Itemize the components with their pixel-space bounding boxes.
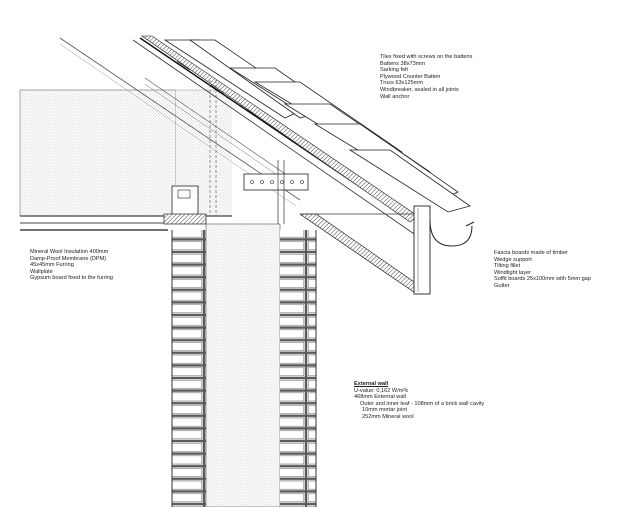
wall-note-mortar: 10mm mortar joint (362, 407, 408, 414)
wall-note-leaf: Outer and inner leaf - 108mm of a brick … (360, 400, 485, 407)
eaves-note: Soffit boards 25x100mm with 5mm gap (494, 276, 591, 283)
wall-note-wool: 252mm Mineral wool (362, 413, 414, 420)
eaves-note: Fascia boards made of timber (494, 250, 568, 256)
roof-note: Windbreaker, sealed in all joints (380, 86, 459, 93)
eaves-note: Tilting fillet (494, 263, 521, 270)
eaves-notes: Fascia boards made of timber Wedge suppo… (494, 250, 591, 290)
roof-note: Sarking felt (380, 67, 408, 74)
ceiling-note: Wallplate (30, 268, 53, 275)
roof-note: Tiles fixed with screws on the battens (380, 54, 473, 60)
ceiling-note: Gypsum board fixed to the furring (30, 275, 114, 282)
ceiling-insulation (19, 89, 232, 231)
roof-build-up-notes: Tiles fixed with screws on the battens B… (380, 54, 472, 100)
wall-note-title: External wall (354, 381, 389, 387)
wall-note-uvalue: U-value: 0,162 W/m²k (354, 387, 409, 394)
wall-note-thickness: 468mm External wall (354, 394, 406, 401)
roof-note: Battens 38x73mm (380, 60, 426, 67)
ceiling-note: Mineral Wool Insulation 400mm (30, 249, 109, 255)
roof-tiles (163, 39, 471, 213)
roof-note: Truss 63x125mm (380, 80, 424, 87)
eaves-note: Windtight layer (494, 269, 531, 276)
ceiling-note: 45x45mm Furring (30, 262, 74, 269)
wall-anchor (171, 80, 309, 224)
eaves-assembly (299, 205, 475, 295)
external-wall (171, 223, 317, 507)
ceiling-build-up-notes: Mineral Wool Insulation 400mm Damp-Proof… (30, 249, 113, 282)
roof-note: Plywood Counter Batten (380, 73, 441, 80)
wallplate (163, 213, 207, 225)
external-wall-notes: External wall U-value: 0,162 W/m²k 468mm… (354, 381, 484, 421)
eaves-note: Gutter (494, 282, 510, 289)
roof-note: Wall anchor (380, 93, 410, 100)
eaves-note: Wedge support (494, 256, 532, 263)
ceiling-note: Damp-Proof Membrane (DPM) (30, 255, 107, 262)
